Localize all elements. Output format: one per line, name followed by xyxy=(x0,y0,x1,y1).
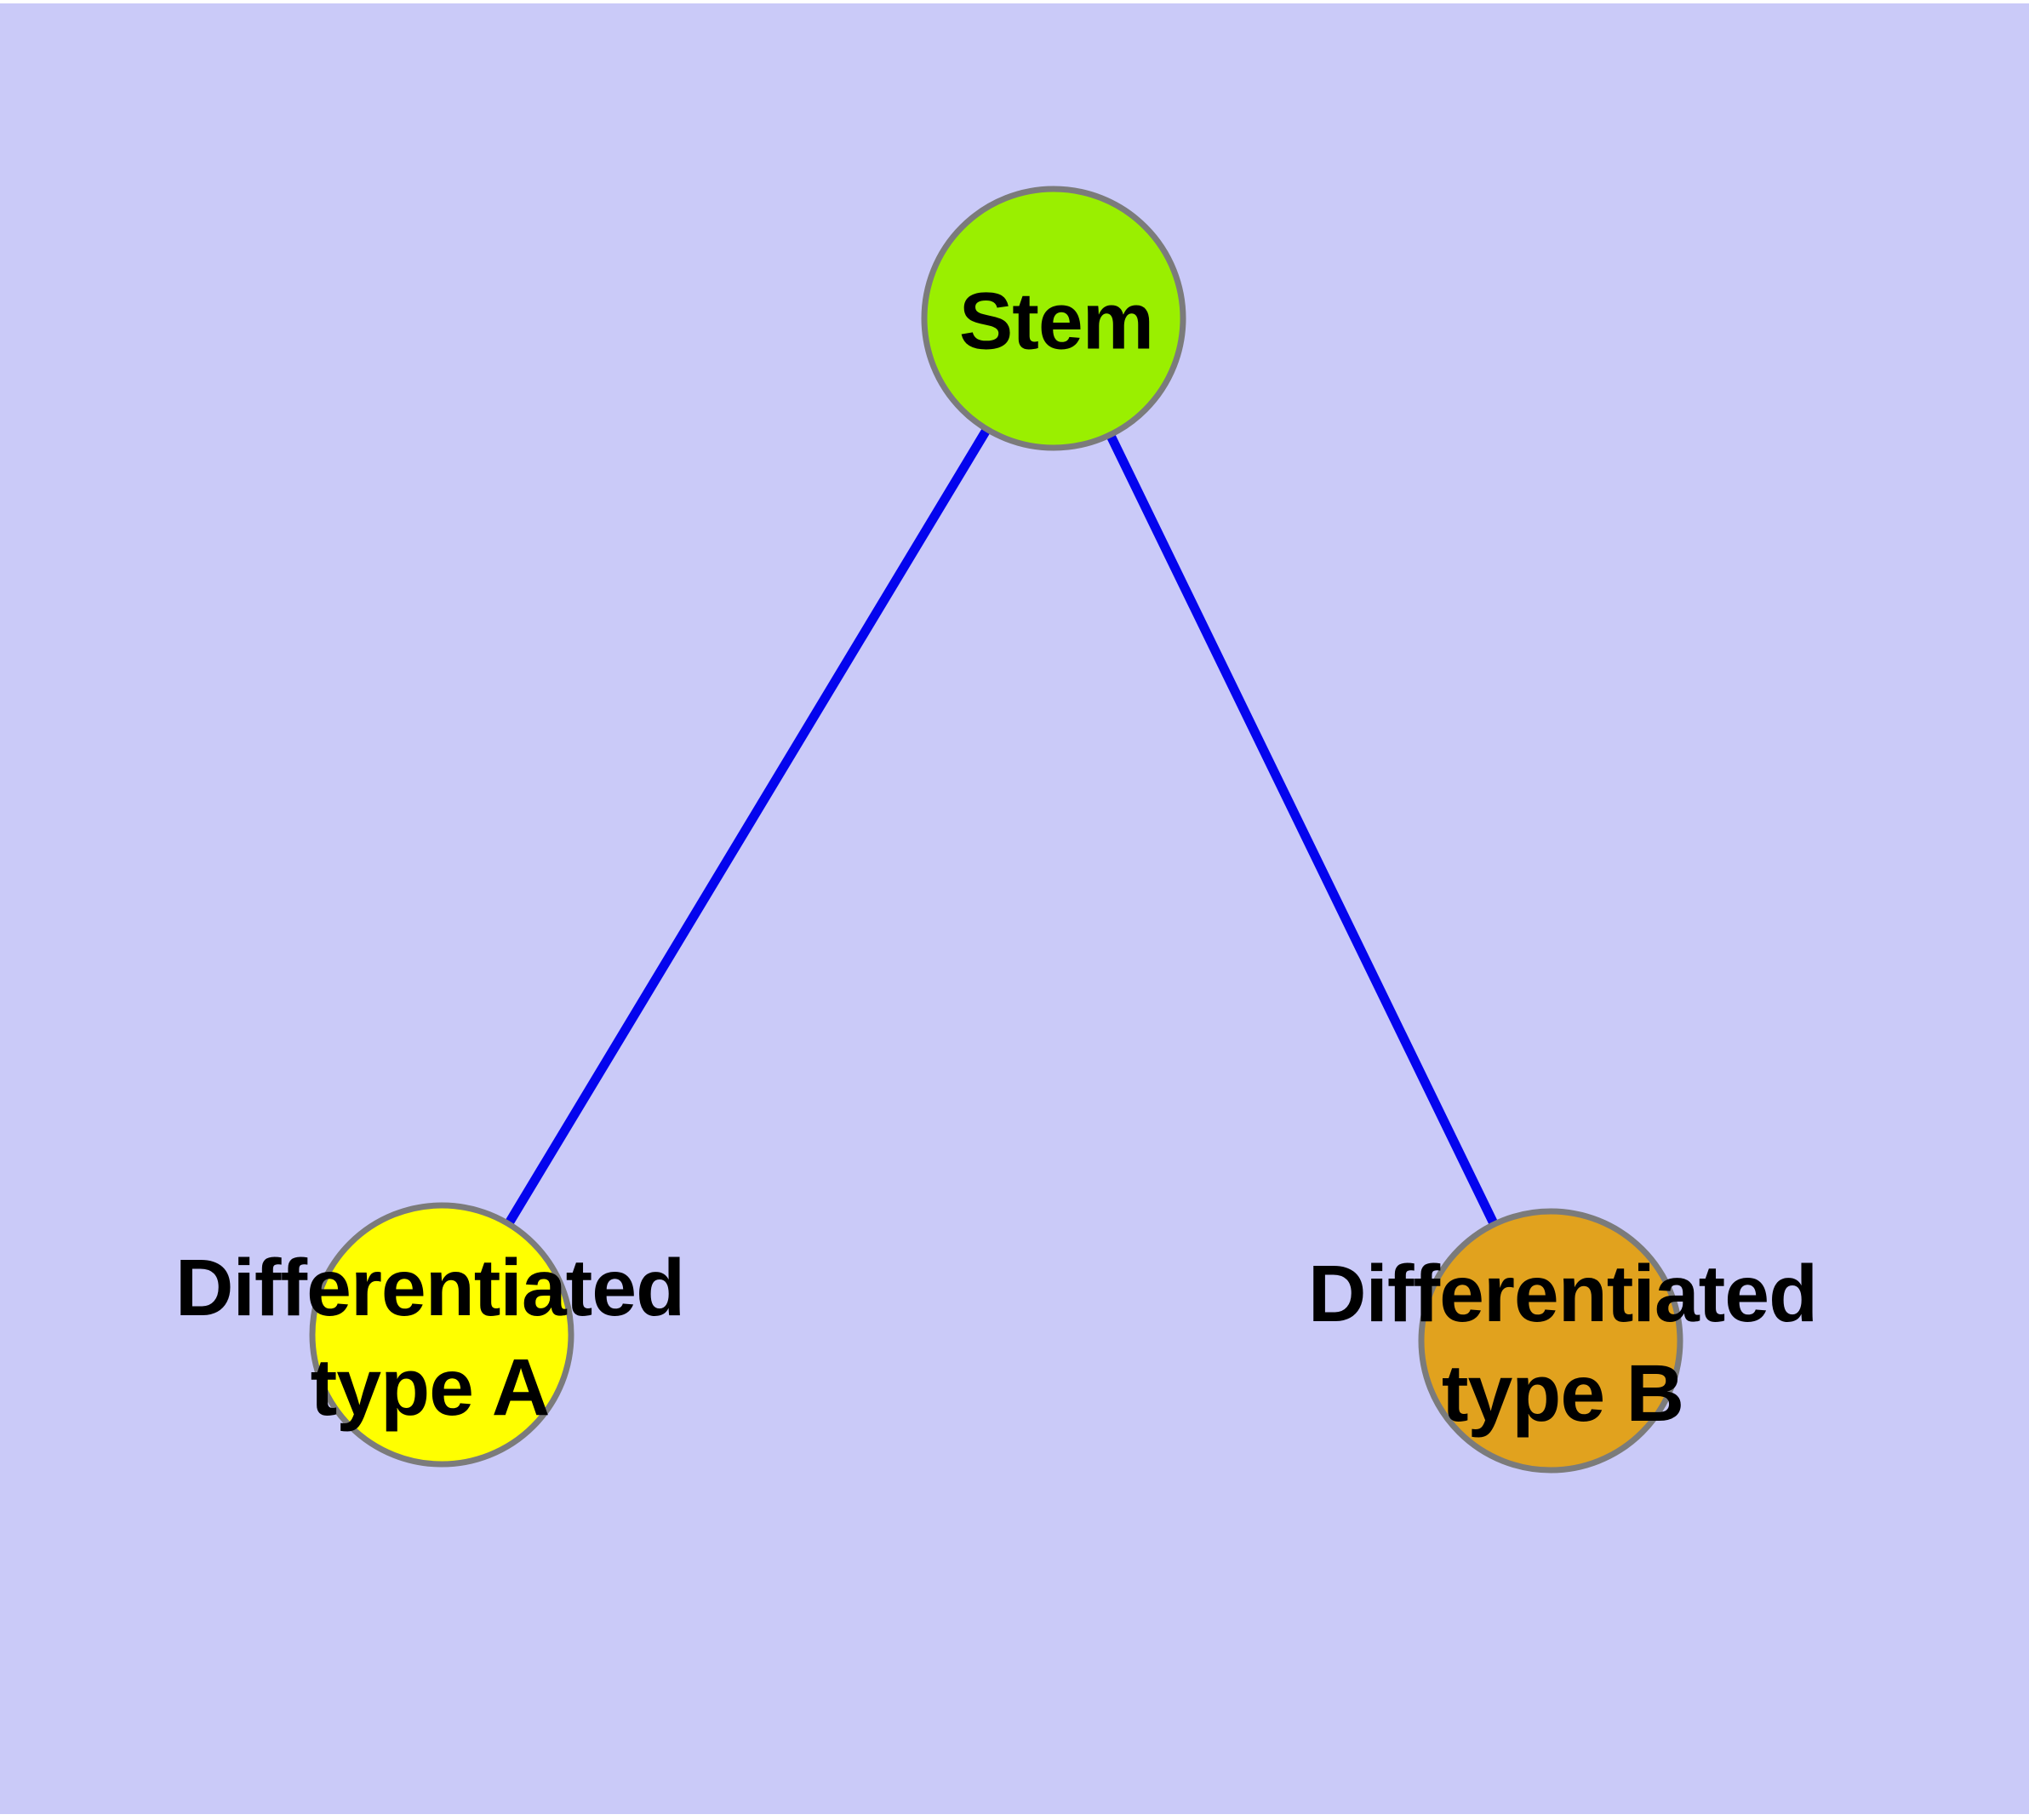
node-label-differentiated-type-b: Differentiated type B xyxy=(1307,1245,1818,1444)
plot-background: Stem Differentiated type A Differentiate… xyxy=(0,3,2029,1814)
node-label-stem: Stem xyxy=(958,276,1154,367)
node-label-line: type B xyxy=(1441,1348,1684,1439)
node-label-line: Differentiated xyxy=(1307,1249,1818,1339)
node-label-line: type A xyxy=(310,1342,551,1433)
node-differentiated-type-a xyxy=(309,1202,574,1468)
edge-stem-to-type-a xyxy=(437,316,1058,1337)
node-differentiated-type-b xyxy=(1418,1208,1683,1474)
node-label-differentiated-type-a: Differentiated type A xyxy=(174,1239,685,1438)
edge-stem-to-type-b xyxy=(1049,316,1555,1343)
graph xyxy=(309,186,1683,1474)
node-stem xyxy=(921,186,1186,451)
node-label-line: Differentiated xyxy=(174,1243,685,1333)
